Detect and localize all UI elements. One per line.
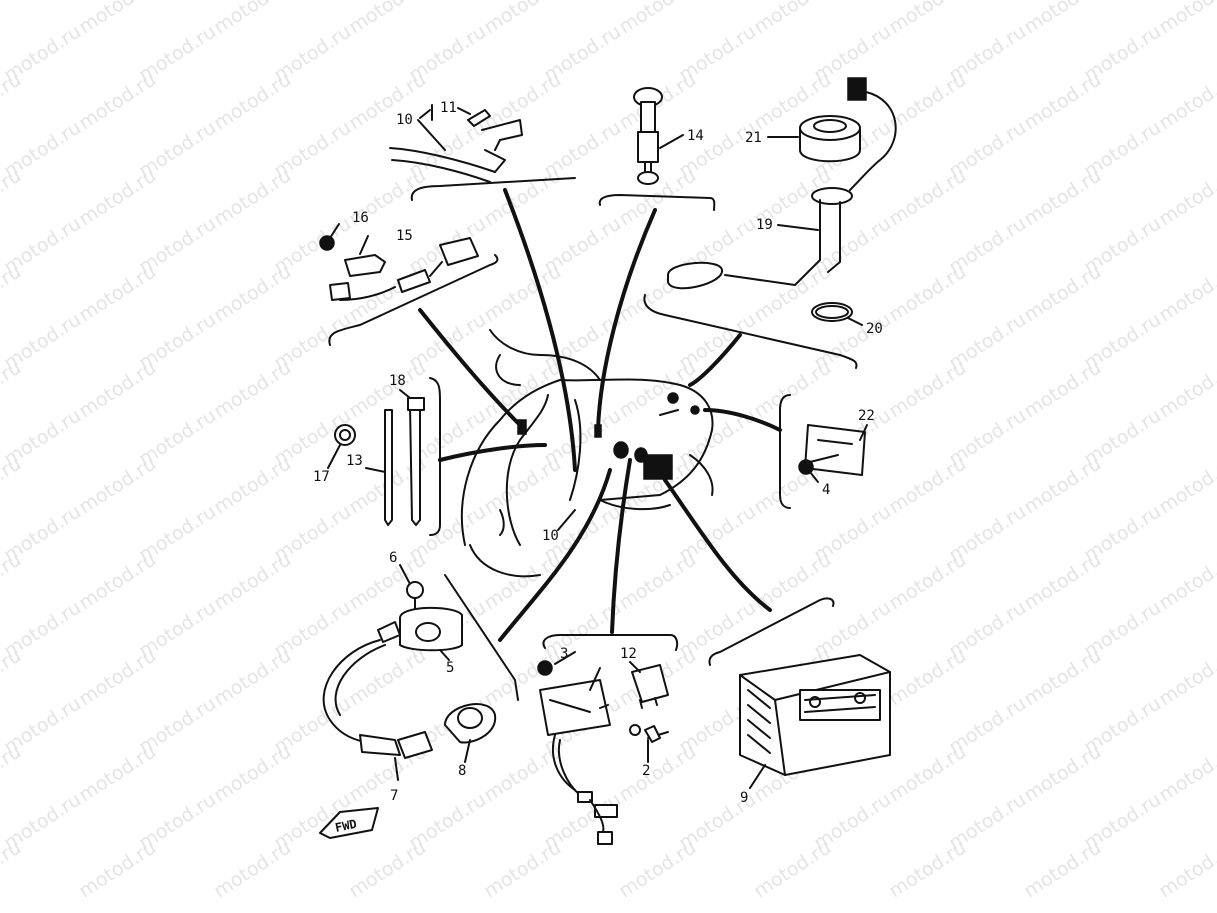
relay-assembly [319,235,499,346]
callout-12: 12 [620,646,637,662]
callout-5: 5 [446,660,454,676]
cable-ties [334,377,441,536]
fuel-gauge-unit [643,77,897,369]
callout-leaders [327,107,868,789]
callout-21: 21 [745,130,762,146]
callout-14: 14 [687,128,704,144]
callout-2: 2 [642,763,650,779]
ignition-coil-assembly [322,574,519,759]
callout-3: 3 [560,646,568,662]
forward-direction-badge: FWD [319,807,379,839]
callout-13: 13 [346,453,363,469]
callout-22: 22 [858,408,875,424]
callout-9: 9 [740,790,748,806]
wire-harness-top [389,104,576,201]
callout-17: 17 [313,469,330,485]
forward-direction-text: FWD [334,817,358,835]
callout-20: 20 [866,321,883,337]
scooter-body [461,329,714,578]
callout-11: 11 [440,100,457,116]
callout-7: 7 [390,788,398,804]
callout-8: 8 [458,763,466,779]
fuel-sender-top [598,87,716,211]
callout-15: 15 [396,228,413,244]
callout-6: 6 [389,550,397,566]
frame-mounted-parts [517,392,700,480]
rear-reflector [779,394,866,509]
callout-10-top: 10 [396,112,413,128]
callout-labels: 10 11 14 21 19 20 16 15 18 13 17 22 4 10… [313,100,883,806]
callout-16: 16 [352,210,369,226]
callout-18: 18 [389,373,406,389]
callout-10-bottom: 10 [542,528,559,544]
callout-19: 19 [756,217,773,233]
cdi-unit-assembly [537,634,679,845]
callout-4: 4 [822,482,830,498]
battery [708,597,891,776]
leader-lines [418,188,782,642]
